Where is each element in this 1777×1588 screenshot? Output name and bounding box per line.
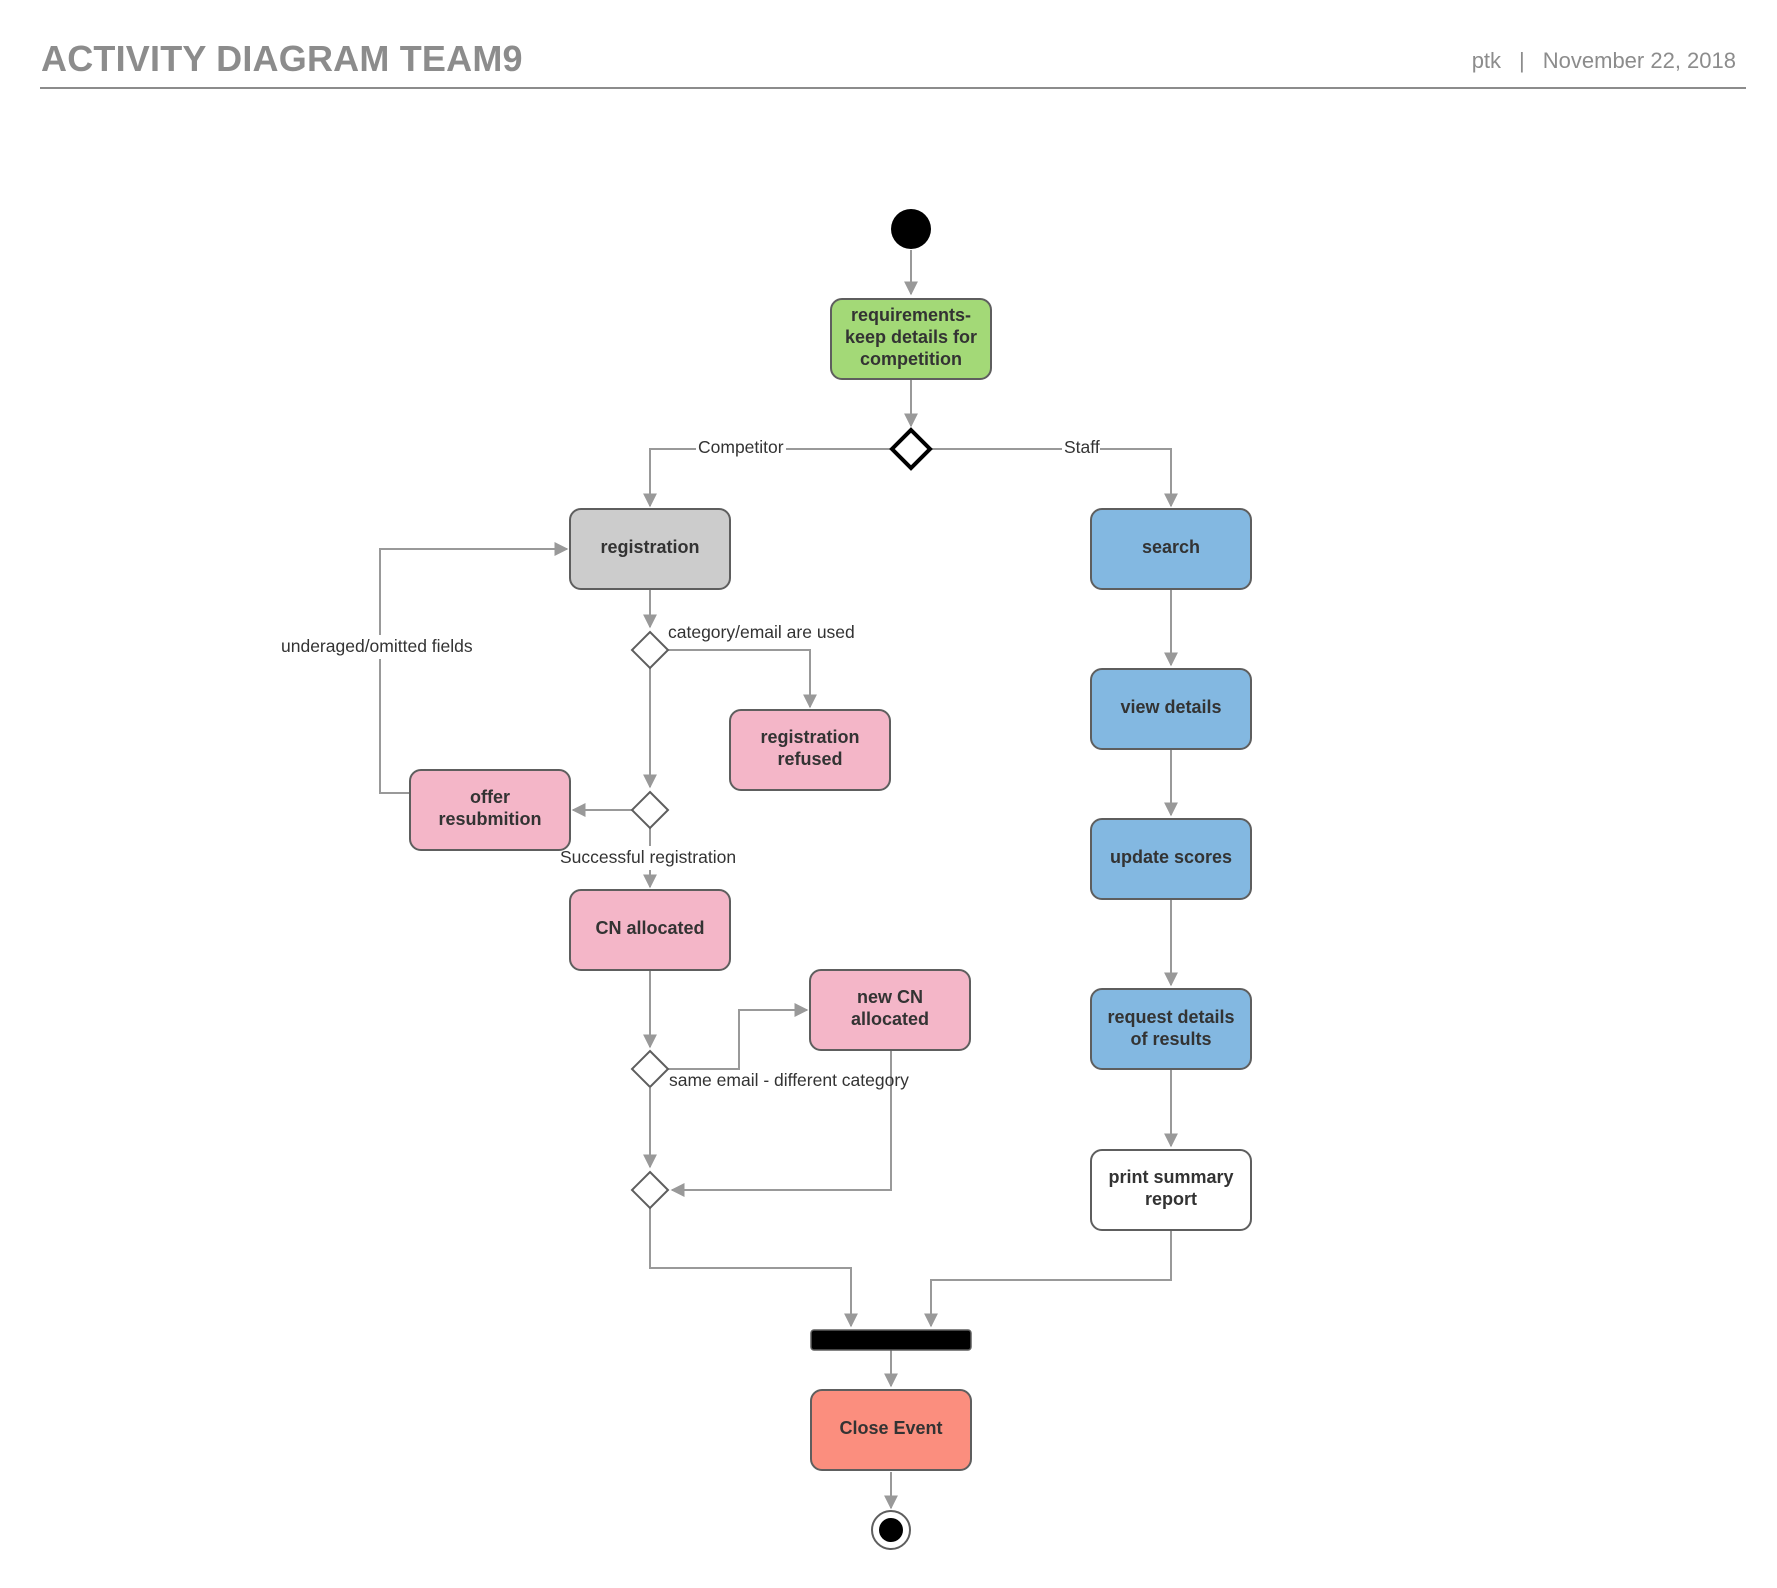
connectors: [379, 250, 1178, 1510]
meta-separator: |: [1519, 48, 1525, 73]
node-new-cn-allocated: new CN allocated: [809, 969, 971, 1051]
diagram-date: November 22, 2018: [1542, 48, 1736, 73]
competitor-label-bg: [696, 437, 786, 459]
new-cn-allocated-label-2: allocated: [851, 1009, 929, 1029]
view-details-label: view details: [1120, 697, 1221, 717]
edge-competitor: [643, 448, 891, 508]
requirements-label-2: keep details for: [845, 327, 977, 347]
edge-underaged-omitted: [379, 542, 569, 794]
edge-same-email: [668, 1003, 809, 1070]
initial-node: [891, 209, 931, 249]
edge-newcn-to-merge: [670, 1050, 892, 1197]
author-name: ptk: [1471, 48, 1502, 73]
diagram-title: ACTIVITY DIAGRAM TEAM9: [41, 38, 523, 79]
node-update-scores: update scores: [1090, 818, 1252, 900]
registration-refused-label-2: refused: [777, 749, 842, 769]
category-email-label: category/email are used: [668, 622, 855, 642]
final-node-dot: [879, 1518, 903, 1542]
update-scores-label: update scores: [1110, 847, 1232, 867]
underaged-label-bg: [280, 635, 480, 659]
header-meta: ptk | November 22, 2018: [1472, 48, 1736, 74]
decision-validation: [630, 790, 670, 830]
decision-category-email: [630, 630, 670, 670]
node-offer-resubmition: offer resubmition: [409, 769, 571, 851]
node-view-details: view details: [1090, 668, 1252, 750]
registration-label: registration: [600, 537, 699, 557]
search-label: search: [1142, 537, 1200, 557]
successful-label: Successful registration: [560, 847, 736, 867]
request-details-label-2: of results: [1130, 1029, 1211, 1049]
staff-label-bg: [1062, 437, 1100, 459]
successful-label-bg: [558, 846, 744, 870]
node-search: search: [1090, 508, 1252, 590]
same-email-label: same email - different category: [669, 1070, 909, 1090]
edge-staff: [931, 448, 1178, 508]
registration-refused-label-1: registration: [760, 727, 859, 747]
merge-node: [630, 1170, 670, 1210]
header-divider: [40, 87, 1746, 89]
join-bar: [810, 1329, 972, 1351]
requirements-label-3: competition: [860, 349, 962, 369]
node-registration: registration: [569, 508, 731, 590]
edge-merge-to-fork: [649, 1208, 858, 1328]
node-cn-allocated: CN allocated: [569, 889, 731, 971]
node-close-event: Close Event: [810, 1389, 972, 1471]
offer-resubmition-label-2: resubmition: [438, 809, 541, 829]
close-event-label: Close Event: [839, 1418, 942, 1438]
requirements-label-1: requirements-: [851, 305, 971, 325]
edge-category-email-used: [668, 649, 817, 709]
request-details-label-1: request details: [1107, 1007, 1234, 1027]
print-summary-label-2: report: [1145, 1189, 1197, 1209]
node-request-details: request details of results: [1090, 988, 1252, 1070]
offer-resubmition-label-1: offer: [470, 787, 510, 807]
node-registration-refused: registration refused: [729, 709, 891, 791]
decision-same-email: [630, 1049, 670, 1089]
new-cn-allocated-label-1: new CN: [857, 987, 923, 1007]
node-print-summary-report: print summary report: [1090, 1149, 1252, 1231]
underaged-label: underaged/omitted fields: [281, 636, 473, 656]
edge-print-to-fork: [924, 1230, 1172, 1328]
cn-allocated-label: CN allocated: [595, 918, 704, 938]
competitor-label: Competitor: [698, 437, 784, 457]
staff-label: Staff: [1064, 437, 1100, 457]
node-requirements: requirements- keep details for competiti…: [830, 298, 992, 380]
decision-competitor-staff: [889, 427, 933, 471]
print-summary-label-1: print summary: [1108, 1167, 1233, 1187]
